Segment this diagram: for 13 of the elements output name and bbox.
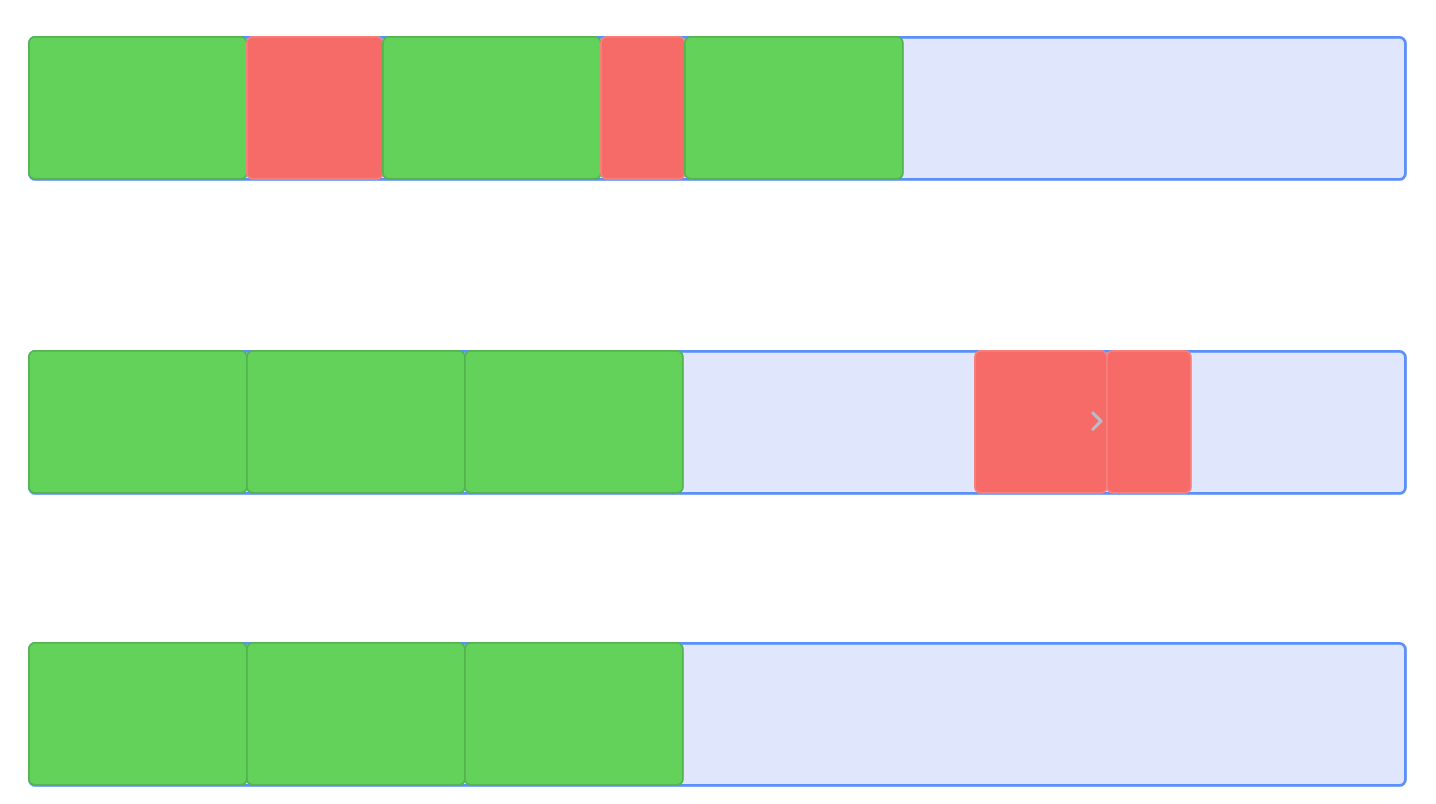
segment-block — [464, 642, 684, 786]
segment-block — [382, 36, 602, 180]
segment-block — [246, 36, 384, 180]
segment-block — [246, 350, 466, 494]
segment-block — [28, 350, 248, 494]
segment-block — [600, 36, 686, 180]
segment-block — [28, 36, 248, 180]
segment-block — [464, 350, 684, 494]
segment-block — [28, 642, 248, 786]
segment-block — [1106, 350, 1192, 494]
segment-block — [246, 642, 466, 786]
segment-block — [684, 36, 904, 180]
segment-block — [974, 350, 1108, 494]
